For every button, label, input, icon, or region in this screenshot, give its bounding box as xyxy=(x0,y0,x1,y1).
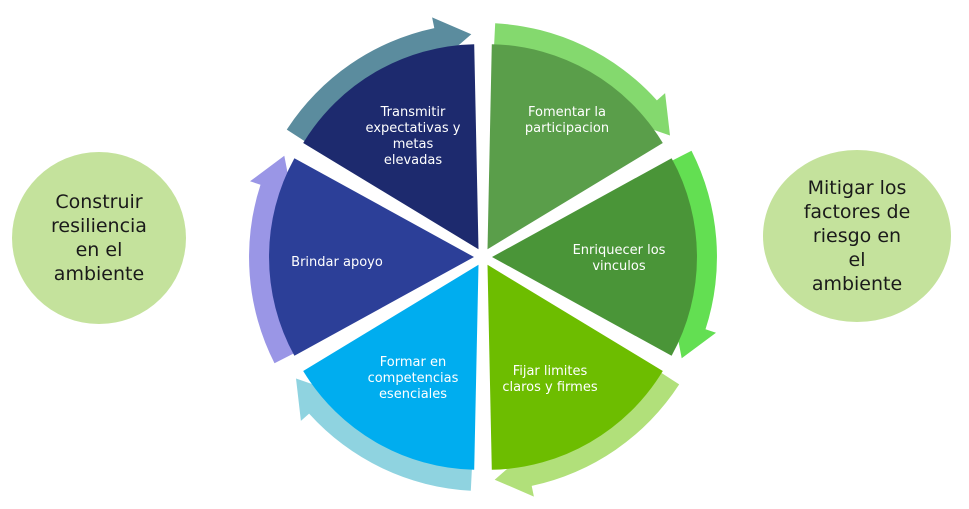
wheel-segment-fijar xyxy=(487,264,663,470)
segment-label-transmitir: Transmitir expectativas y metas elevadas xyxy=(365,105,461,168)
segment-label-brindar: Brindar apoyo xyxy=(291,255,383,270)
wheel-segment-brindar xyxy=(269,158,474,356)
right-goal-text: Mitigar los factores de riesgo en el amb… xyxy=(803,177,911,295)
cycle-arrow-enriquecer xyxy=(671,150,717,359)
wheel-segment-formar xyxy=(303,264,479,470)
cycle-arrow-brindar xyxy=(249,155,295,364)
cycle-arrow-transmitir xyxy=(286,17,472,142)
wheel-segment-enriquecer xyxy=(492,158,697,356)
left-goal-text: Construir resiliencia en el ambiente xyxy=(51,191,147,285)
cycle-arrow-fijar xyxy=(494,372,680,497)
segment-label-fomentar: Fomentar la participacion xyxy=(524,105,610,136)
segment-label-enriquecer: Enriquecer los vinculos xyxy=(572,243,666,274)
segment-label-fijar: Fijar limites claros y firmes xyxy=(502,364,598,395)
right-goal-circle: Mitigar los factores de riesgo en el amb… xyxy=(763,150,951,322)
segment-label-formar: Formar en competencias esenciales xyxy=(367,355,459,402)
wheel-segment-fomentar xyxy=(487,44,663,250)
wheel-segment-transmitir xyxy=(303,44,479,250)
left-goal-circle: Construir resiliencia en el ambiente xyxy=(12,152,186,324)
